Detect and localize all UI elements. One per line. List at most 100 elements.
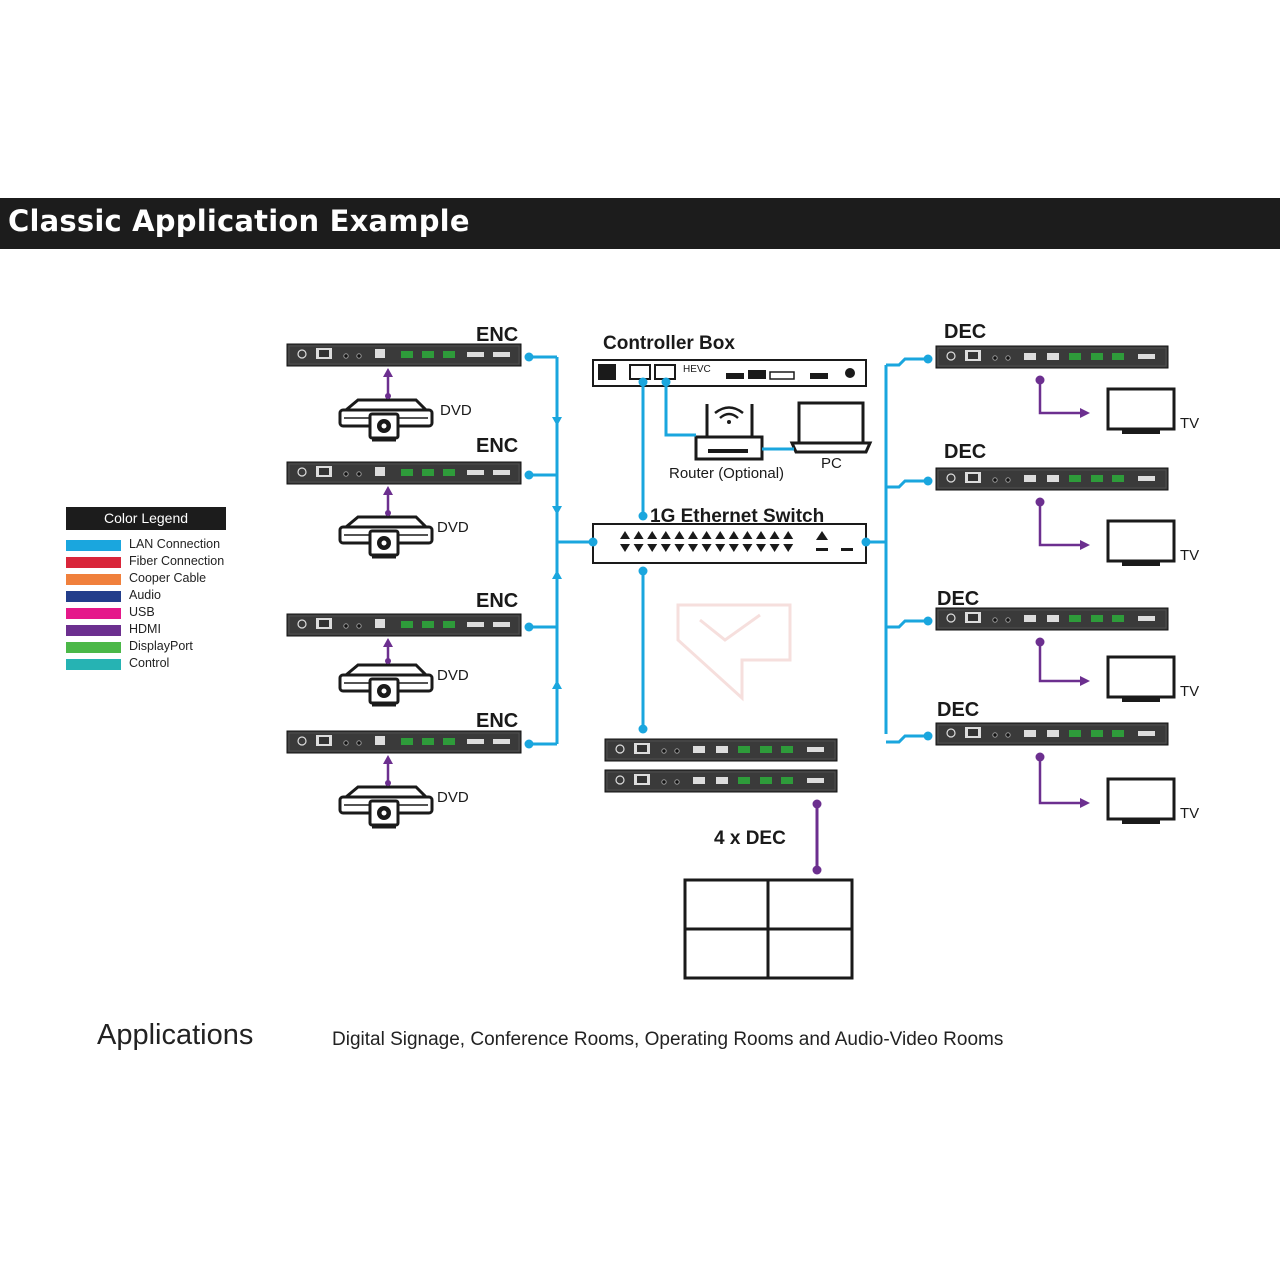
encoder-panel [286, 613, 522, 637]
terminal-block [760, 777, 772, 784]
power-port [297, 736, 307, 746]
switch-port [660, 544, 671, 552]
legend-item: DisplayPort [66, 639, 226, 656]
lan-port-inner [319, 468, 329, 475]
terminal-block [738, 746, 750, 753]
legend-swatch [66, 625, 121, 636]
hdmi-port [807, 747, 824, 752]
terminal-block [1069, 475, 1081, 482]
terminal-block [760, 746, 772, 753]
dvd-label: DVD [437, 667, 469, 684]
legend-swatch [66, 642, 121, 653]
connection-dot [638, 724, 648, 734]
tv-label: TV [1180, 683, 1199, 700]
usb-port [1024, 615, 1036, 622]
hdmi-arrow [383, 368, 393, 377]
audio-jack [343, 740, 349, 746]
panel-bezel [937, 469, 1167, 489]
lan-cable [886, 734, 926, 744]
hdmi-cable [1038, 757, 1080, 805]
panel-bezel [937, 609, 1167, 629]
connection-dot [385, 658, 391, 664]
lan-port-inner [319, 737, 329, 744]
encoder-label: ENC [476, 590, 518, 612]
laptop-base [789, 441, 873, 454]
dvd-player-icon [338, 785, 434, 829]
dvd-player-icon [338, 515, 434, 559]
applications-title: Applications [97, 1019, 254, 1051]
legend-label: LAN Connection [129, 537, 221, 551]
power-port [615, 775, 625, 785]
tv-icon [1106, 655, 1176, 704]
audio-jack [992, 732, 998, 738]
audio-jack [356, 623, 362, 629]
audio-jack [1005, 355, 1011, 361]
decoder-label: DEC [944, 441, 986, 463]
connection-dot [385, 510, 391, 516]
usb-port [716, 746, 728, 753]
power-port [946, 473, 956, 483]
connection-dot [923, 616, 933, 626]
legend-label: HDMI [129, 622, 161, 636]
hdmi-port [1138, 731, 1155, 736]
switch-port [816, 531, 828, 540]
power-port [297, 467, 307, 477]
panel-bezel [937, 724, 1167, 744]
wifi-icon [727, 420, 731, 424]
terminal-block [781, 746, 793, 753]
audio-jack [661, 748, 667, 754]
page-title: Classic Application Example [8, 204, 470, 238]
legend-label: Fiber Connection [129, 554, 225, 568]
dvd-player-icon [338, 663, 434, 707]
lan-port-inner [968, 729, 978, 736]
usb-port [1024, 353, 1036, 360]
switch-led [816, 548, 828, 551]
panel-bezel [606, 771, 836, 791]
controller-model: HEVC [683, 364, 711, 375]
hdmi-arrow [1080, 676, 1090, 686]
hdmi-port [807, 778, 824, 783]
lan-port-inner [637, 745, 647, 752]
panel-bezel [288, 615, 520, 635]
terminal-block [1112, 730, 1124, 737]
terminal-block [1091, 730, 1103, 737]
terminal-block [422, 351, 434, 358]
decoder-panel [604, 769, 838, 793]
connection-dot [923, 731, 933, 741]
dvd-player-icon [338, 398, 434, 442]
switch-port [620, 544, 630, 552]
switch-port [674, 531, 685, 539]
lan-cable [886, 619, 926, 629]
title-bar: Classic Application Example [0, 198, 1280, 249]
hdmi-arrow [1080, 540, 1090, 550]
dvd-label: DVD [437, 519, 469, 536]
usb-port [375, 467, 385, 476]
audio-jack [992, 617, 998, 623]
router-icon [694, 404, 764, 461]
legend-item: Cooper Cable [66, 571, 226, 588]
lan-port-inner [968, 352, 978, 359]
legend-item: HDMI [66, 622, 226, 639]
panel-bezel [606, 740, 836, 760]
switch-body [592, 523, 867, 564]
switch-port [660, 531, 671, 539]
power-port [946, 613, 956, 623]
hdmi-port [467, 352, 484, 357]
legend-item: Audio [66, 588, 226, 605]
audio-jack [1005, 477, 1011, 483]
audio-jack [674, 779, 680, 785]
switch-led [841, 548, 853, 551]
legend-item: LAN Connection [66, 537, 226, 554]
switch-port [701, 544, 712, 552]
lan-cable [886, 357, 926, 367]
usb-port [693, 777, 705, 784]
connection-dot [588, 537, 598, 547]
lan-arrow [552, 417, 562, 426]
pc-label: PC [821, 455, 842, 472]
usb-port [375, 349, 385, 358]
switch-port [647, 531, 658, 539]
usb-port [693, 746, 705, 753]
wifi-icon [719, 412, 739, 419]
switch-port [701, 531, 712, 539]
power-button [845, 368, 855, 378]
